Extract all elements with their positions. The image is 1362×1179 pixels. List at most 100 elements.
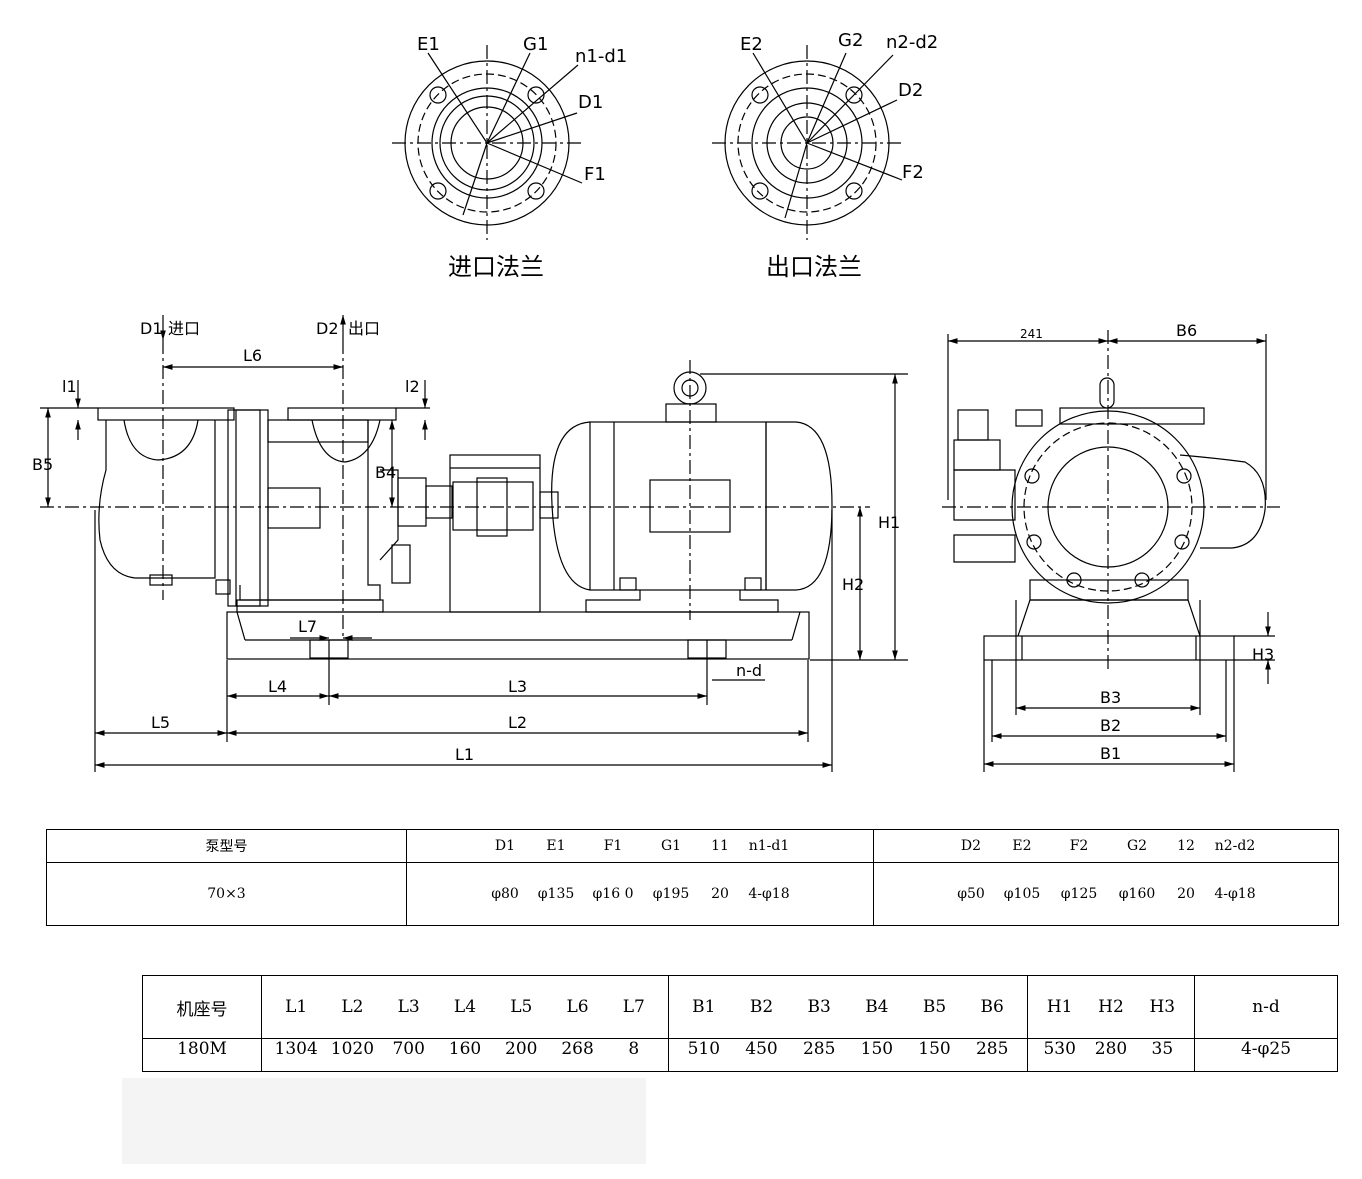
flange-label-f1: F1	[584, 164, 606, 185]
outlet-flange-view	[712, 45, 903, 240]
end-elevation-view	[942, 330, 1280, 772]
header-n1d1: n1-d1	[748, 838, 790, 854]
header-d1: D1	[494, 838, 516, 854]
header-12: 12	[1177, 838, 1195, 854]
flange-label-g2: G2	[838, 30, 863, 51]
value-12: 20	[1177, 886, 1195, 902]
header-d2: D2	[960, 838, 982, 854]
dim-h3: H3	[1252, 645, 1274, 664]
value-g1: φ195	[652, 886, 690, 902]
value-b3: 285	[802, 1039, 836, 1059]
nd-header: n-d	[1194, 975, 1338, 1039]
value-l5: 200	[505, 1039, 538, 1059]
outlet-flange-caption: 出口法兰	[766, 253, 862, 281]
header-l5: L5	[510, 997, 533, 1017]
flange-label-e2: E2	[740, 34, 763, 55]
header-e2: E2	[1012, 838, 1032, 854]
header-b2: B2	[749, 997, 774, 1017]
header-h2: H2	[1098, 997, 1124, 1017]
h-values: 530 280 35	[1027, 1038, 1195, 1072]
header-h1: H1	[1046, 997, 1073, 1017]
header-b5: B5	[922, 997, 947, 1017]
header-l7: L7	[622, 997, 645, 1017]
dim-b3: B3	[1100, 688, 1121, 707]
value-b2: 450	[745, 1039, 778, 1059]
l-values: 1304 1020 700 160 200 268 8	[261, 1038, 669, 1072]
header-g2: G2	[1126, 838, 1148, 854]
outlet-flange-values: φ50 φ105 φ125 φ160 20 4-φ18	[873, 862, 1339, 926]
inlet-flange-headers: D1 E1 F1 G1 11 n1-d1	[406, 829, 874, 863]
nd-value: 4-φ25	[1194, 1038, 1338, 1072]
b-values: 510 450 285 150 150 285	[668, 1038, 1028, 1072]
flange-label-n1d1: n1-d1	[575, 46, 627, 67]
dim-h2: H2	[842, 575, 864, 594]
dim-l2: L2	[508, 713, 527, 732]
value-b6: 285	[975, 1039, 1009, 1059]
header-b3: B3	[807, 997, 831, 1017]
outlet-flange-headers: D2 E2 F2 G2 12 n2-d2	[873, 829, 1339, 863]
dim-l5: L5	[151, 713, 170, 732]
flange-label-g1: G1	[523, 34, 548, 55]
flange-label-d2: D2	[898, 80, 923, 101]
pump-model-header: 泵型号	[46, 829, 407, 863]
l-headers: L1 L2 L3 L4 L5 L6 L7	[261, 975, 669, 1039]
header-l2: L2	[341, 997, 364, 1017]
inlet-dim-label: D1	[140, 319, 163, 338]
value-f1: φ16 0	[592, 886, 634, 902]
value-f2: φ125	[1060, 886, 1098, 902]
value-l2: 1020	[330, 1039, 375, 1059]
value-l4: 160	[448, 1039, 482, 1059]
header-l6: L6	[566, 997, 589, 1017]
flange-dimension-table: 泵型号 D1 E1 F1 G1 11 n1-d1 D2 E2 F2 G2 12 …	[46, 829, 1339, 926]
value-h1: 530	[1043, 1039, 1076, 1059]
dim-nd: n-d	[736, 661, 762, 680]
flange-label-e1: E1	[417, 34, 440, 55]
outlet-text: 出口	[348, 319, 380, 338]
installation-dimension-table: 机座号 L1 L2 L3 L4 L5 L6 L7 B1 B2 B3 B4 B5 …	[142, 975, 1338, 1072]
h-headers: H1 H2 H3	[1027, 975, 1195, 1039]
header-e1: E1	[546, 838, 566, 854]
side-elevation-view	[40, 315, 908, 772]
header-b6: B6	[980, 997, 1004, 1017]
value-b4: 150	[860, 1039, 894, 1059]
inlet-flange-view	[392, 45, 583, 240]
value-l6: 268	[561, 1039, 594, 1059]
header-l4: L4	[453, 997, 477, 1017]
value-n1d1: 4-φ18	[748, 886, 790, 902]
dim-l2-small: l2	[405, 377, 420, 396]
dim-b5: B5	[32, 455, 53, 474]
header-b4: B4	[865, 997, 889, 1017]
inlet-flange-values: φ80 φ135 φ16 0 φ195 20 4-φ18	[406, 862, 874, 926]
dim-241: 241	[1020, 327, 1043, 341]
dim-l4: L4	[268, 677, 287, 696]
dim-b4: B4	[375, 463, 396, 482]
inlet-flange-caption: 进口法兰	[448, 253, 544, 281]
pump-model-value: 70×3	[46, 862, 407, 926]
value-e1: φ135	[537, 886, 575, 902]
dim-l7: L7	[298, 617, 317, 636]
frame-value: 180M	[142, 1038, 262, 1072]
header-h3: H3	[1149, 997, 1176, 1017]
dim-b6: B6	[1176, 321, 1197, 340]
header-11: 11	[711, 838, 729, 854]
b-headers: B1 B2 B3 B4 B5 B6	[668, 975, 1028, 1039]
header-l3: L3	[397, 997, 420, 1017]
dim-l1-small: l1	[62, 377, 77, 396]
value-l3: 700	[392, 1039, 425, 1059]
flange-label-n2d2: n2-d2	[886, 32, 938, 53]
header-g1: G1	[660, 838, 682, 854]
value-h3: 35	[1151, 1039, 1174, 1059]
header-b1: B1	[692, 997, 716, 1017]
header-f2: F2	[1069, 838, 1089, 854]
dim-h1: H1	[878, 513, 900, 532]
dim-l3: L3	[508, 677, 527, 696]
value-11: 20	[711, 886, 729, 902]
faded-area	[122, 1078, 646, 1164]
value-b5: 150	[918, 1039, 951, 1059]
flange-label-f2: F2	[902, 162, 924, 183]
flange-label-d1: D1	[578, 92, 603, 113]
header-l1: L1	[285, 997, 308, 1017]
value-b1: 510	[687, 1039, 721, 1059]
value-d1: φ80	[491, 886, 519, 902]
